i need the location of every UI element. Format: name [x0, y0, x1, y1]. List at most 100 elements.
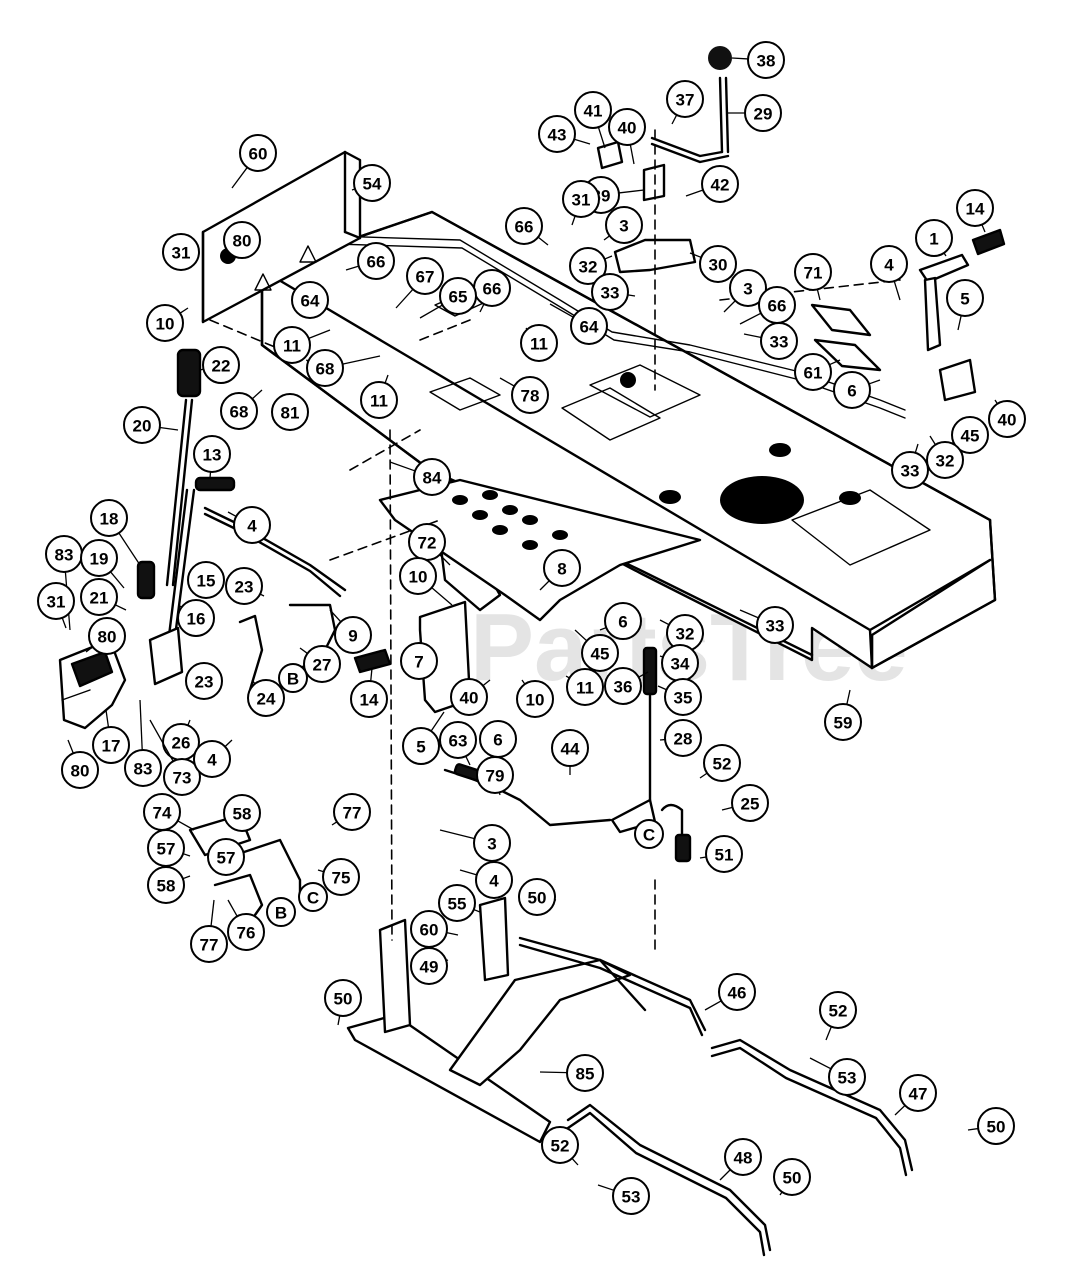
callout-40: 40	[450, 678, 491, 716]
callout-4: 4	[193, 739, 233, 778]
callout-64: 64	[549, 303, 608, 345]
callout-label: 4	[207, 751, 217, 770]
main-frame	[260, 210, 997, 670]
callout-label: 52	[713, 755, 732, 774]
callout-79: 79	[476, 756, 514, 796]
callout-83: 83	[45, 535, 83, 631]
callout-label: 80	[71, 762, 90, 781]
callout-73: 73	[149, 719, 201, 796]
callout-5: 5	[402, 711, 445, 765]
callout-1: 1	[915, 219, 953, 257]
callout-40: 40	[608, 108, 646, 165]
callout-label: 13	[203, 446, 222, 465]
callout-81: 81	[271, 393, 309, 431]
callout-label: 3	[743, 280, 752, 299]
callout-label: 65	[449, 288, 468, 307]
callout-52: 52	[819, 991, 857, 1041]
callout-61: 61	[794, 353, 841, 391]
callout-label: 50	[783, 1169, 802, 1188]
callout-52: 52	[541, 1126, 579, 1166]
callout-layer: 3837294140433942605431366301418032334571…	[37, 41, 1026, 1215]
callout-label: 18	[100, 510, 119, 529]
callout-label: 47	[909, 1085, 928, 1104]
callout-label: 3	[619, 217, 628, 236]
callout-11: 11	[565, 668, 604, 706]
callout-label: 14	[360, 691, 379, 710]
callout-4: 4	[227, 506, 271, 544]
callout-46: 46	[704, 973, 756, 1011]
callout-label: 67	[416, 268, 435, 287]
callout-label: 77	[343, 804, 362, 823]
callout-label: 84	[423, 469, 442, 488]
callout-77: 77	[331, 793, 371, 831]
callout-76: 76	[227, 899, 265, 951]
callout-57: 57	[207, 838, 245, 876]
callout-label: 5	[416, 738, 425, 757]
callout-58: 58	[147, 866, 191, 904]
callout-label: 11	[530, 335, 548, 354]
callout-label: 27	[313, 656, 332, 675]
callout-label: 7	[414, 653, 423, 672]
callout-label: 11	[283, 337, 301, 356]
callout-77: 77	[190, 899, 228, 963]
callout-label: 1	[929, 230, 938, 249]
callout-26: 26	[162, 719, 200, 761]
callout-33: 33	[891, 443, 929, 489]
callout-33: 33	[743, 322, 798, 360]
connector-label: B	[275, 904, 287, 923]
callout-label: 20	[133, 417, 152, 436]
callout-9: 9	[329, 609, 372, 654]
callout-50: 50	[773, 1158, 811, 1196]
connector-label: C	[643, 826, 655, 845]
callout-29: 29	[726, 94, 782, 132]
callout-33: 33	[591, 273, 636, 311]
callout-label: 48	[734, 1149, 753, 1168]
lift-linkage-4	[203, 506, 347, 692]
spring-13	[194, 476, 236, 492]
callout-label: 16	[187, 610, 206, 629]
callout-11: 11	[273, 326, 331, 364]
callout-label: 42	[711, 176, 730, 195]
callout-label: 51	[715, 846, 734, 865]
callout-label: 38	[757, 52, 776, 71]
callout-13: 13	[193, 435, 231, 479]
callout-label: 49	[420, 958, 439, 977]
callout-14: 14	[350, 667, 388, 718]
callout-6: 6	[833, 371, 881, 409]
callout-28: 28	[659, 719, 702, 757]
callout-74: 74	[143, 793, 195, 831]
callout-83: 83	[124, 699, 162, 787]
callout-label: 57	[217, 849, 236, 868]
callout-23: 23	[185, 662, 223, 700]
callout-label: 66	[367, 253, 386, 272]
callout-75: 75	[317, 858, 360, 896]
callout-label: 76	[237, 924, 256, 943]
callout-label: 66	[768, 297, 787, 316]
callout-19: 19	[80, 539, 125, 589]
dash-panel	[201, 150, 362, 324]
callout-label: 11	[576, 679, 594, 698]
callout-78: 78	[499, 376, 549, 414]
callout-23: 23	[225, 567, 265, 605]
callout-3: 3	[439, 824, 511, 862]
callout-53: 53	[809, 1057, 866, 1096]
callout-label: 3	[487, 835, 496, 854]
callout-68: 68	[220, 389, 263, 430]
callout-55: 55	[438, 884, 481, 922]
callout-label: 10	[526, 691, 545, 710]
pedal-arm-1	[918, 253, 970, 352]
rod-28	[642, 646, 658, 802]
callout-42: 42	[685, 165, 739, 203]
callout-63: 63	[439, 721, 477, 766]
connector-C: C	[298, 882, 328, 912]
callout-label: 66	[515, 218, 534, 237]
callout-label: 68	[230, 403, 249, 422]
callout-3: 3	[723, 269, 767, 313]
callout-label: 23	[235, 578, 254, 597]
callout-72: 72	[408, 523, 451, 566]
block-39-41	[596, 140, 666, 202]
pedal-14-center	[353, 648, 392, 674]
connector-label: B	[287, 670, 299, 689]
callout-60: 60	[231, 134, 277, 189]
